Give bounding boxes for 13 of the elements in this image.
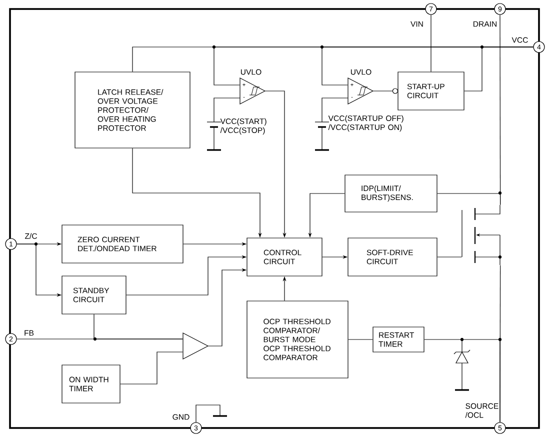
- wire: [348, 339, 373, 340]
- amplifier-symbol: [182, 332, 209, 360]
- comparator-symbol: [348, 78, 374, 104]
- comparator-symbol: [240, 78, 266, 104]
- wire: [464, 46, 534, 92]
- wire: [373, 90, 393, 92]
- wire: [120, 352, 183, 384]
- wire: [500, 265, 501, 422]
- wire: [430, 14, 432, 72]
- wire: [94, 314, 183, 340]
- mosfet-symbol: [462, 204, 502, 266]
- wire: [437, 256, 462, 258]
- wire: [437, 193, 501, 205]
